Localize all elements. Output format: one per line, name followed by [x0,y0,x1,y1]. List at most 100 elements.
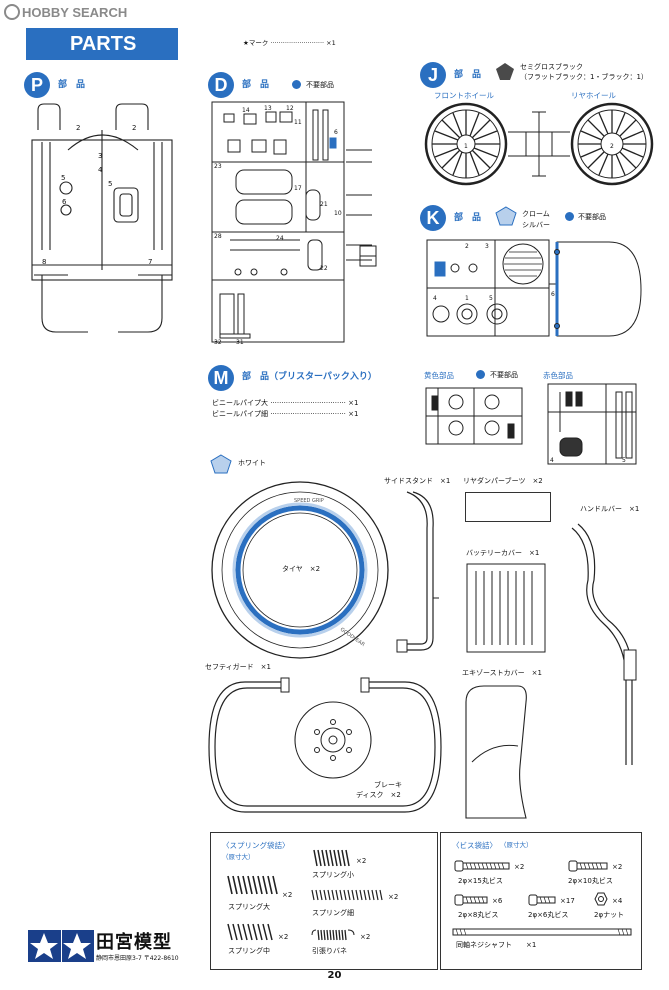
spring-bag-title: 〈スプリング袋詰〉 [222,841,290,850]
svg-text:1: 1 [464,143,468,150]
safety-guard-drawing [208,677,442,813]
svg-text:23: 23 [214,163,222,170]
svg-text:4: 4 [550,457,554,464]
brake-disc-drawing [294,701,372,779]
threaded-shaft-drawing [452,928,632,936]
screw-10-qty: ×2 [612,863,623,871]
handlebar-label: ハンドルバー ×1 [580,505,640,513]
spring-thin-qty: ×2 [388,893,399,901]
j-color-name: セミグロスブラック [520,63,583,71]
svg-text:2: 2 [76,124,80,132]
svg-text:GOODYEAR: GOODYEAR [339,627,366,649]
parts-title: PARTS [70,32,137,55]
svg-text:28: 28 [214,233,222,240]
page-number: 20 [327,970,342,981]
spring-small-drawing [313,849,350,867]
brake-disc-label-2: ディスク ×2 [356,791,401,799]
nut-label: 2φナット [594,911,625,919]
svg-text:6: 6 [551,291,555,298]
tension-spring-qty: ×2 [360,933,371,941]
tension-spring-drawing [311,929,355,941]
section-letter-k: K [420,205,446,231]
yellow-parts-label: 黄色部品 [424,371,454,380]
nut-icon [594,892,608,906]
vinyl-pipe-large: ビニールパイプ大 ·······························… [212,399,359,407]
svg-text:7: 7 [148,258,152,266]
spring-bag-subtitle: （原寸大） [222,853,255,861]
side-stand-label: サイドスタンド ×1 [384,477,451,485]
parts-banner: PARTS [26,28,178,60]
section-label-k: 部 品 [454,213,482,223]
screw-6-drawing [528,894,556,906]
section-label-m: 部 品（ブリスターパック入り） [242,372,377,382]
svg-text:13: 13 [264,105,272,112]
logo-ring-icon [4,4,20,20]
battery-cover-drawing [466,563,546,653]
nut-qty: ×4 [612,897,623,905]
k-color-name-2: シルバー [522,221,550,229]
brake-disc-label-1: ブレーキ [374,781,402,789]
company-name: 田宮模型 [96,932,172,953]
svg-text:2: 2 [465,243,469,250]
screw-10-label: 2φ×10丸ビス [568,877,613,885]
spring-medium-drawing [227,923,273,941]
threaded-shaft-label: 同軸ネジシャフト [456,941,512,949]
suspension-boots-label: リヤダンパーブーツ ×2 [463,477,543,485]
unused-part-dot-icon [476,370,485,379]
rear-wheel-label: リヤホイール [571,91,616,100]
spring-bag-box [210,832,438,970]
safety-guard-label: セフティガード ×1 [205,663,271,671]
vinyl-pipe-small: ビニールパイプ細 ·······························… [212,410,359,418]
exhaust-cover-drawing [465,685,527,819]
section-label-j: 部 品 [454,70,482,80]
svg-text:3: 3 [485,243,489,250]
d-unused-note: 不要部品 [306,81,334,89]
screw-8-drawing [454,894,488,906]
threaded-shaft-qty: ×1 [526,941,537,949]
section-letter-p: P [24,72,50,98]
screw-8-qty: ×6 [492,897,503,905]
company-address: 静岡市恩田原3-7 〒422-8610 [96,955,179,962]
suspension-boot-drawing [465,492,551,522]
screw-15-drawing [454,860,510,872]
exhaust-cover-label: エキゾーストカバー ×1 [462,669,542,677]
section-label-d: 部 品 [242,80,270,90]
section-letter-j: J [420,62,446,88]
unused-part-dot-icon [292,80,301,89]
svg-text:2: 2 [132,124,136,132]
k-color-name: クローム [522,210,550,218]
j-color-detail: （フラットブラック：1・ブラック：1） [520,73,648,81]
svg-text:32: 32 [214,339,222,346]
svg-text:6: 6 [62,198,67,206]
yellow-unused-note: 不要部品 [490,371,518,379]
screw-8-label: 2φ×8丸ビス [458,911,499,919]
svg-text:11: 11 [294,119,302,126]
chrome-silver-swatch-icon [495,206,517,226]
svg-text:6: 6 [334,129,338,136]
svg-text:14: 14 [242,107,250,114]
svg-text:SPEED GRIP: SPEED GRIP [294,498,324,504]
white-swatch-icon [210,454,232,474]
spring-thin-drawing [311,889,383,901]
screw-6-qty: ×17 [560,897,575,905]
svg-text:12: 12 [286,105,294,112]
screw-6-label: 2φ×6丸ビス [528,911,569,919]
tire-label: タイヤ ×2 [282,565,321,573]
svg-text:5: 5 [622,457,626,464]
spring-medium-label: スプリング中 [228,947,270,955]
section-letter-m: M [208,365,234,391]
k-unused-note: 不要部品 [578,213,606,221]
svg-text:31: 31 [236,339,244,346]
svg-text:8: 8 [42,258,46,266]
white-label: ホワイト [238,459,266,467]
semigloss-black-swatch-icon [496,63,514,80]
svg-text:4: 4 [98,166,103,174]
svg-text:22: 22 [320,265,328,272]
hobby-search-watermark: HOBBY SEARCH [4,4,127,20]
tamiya-logo-icon [28,930,94,962]
